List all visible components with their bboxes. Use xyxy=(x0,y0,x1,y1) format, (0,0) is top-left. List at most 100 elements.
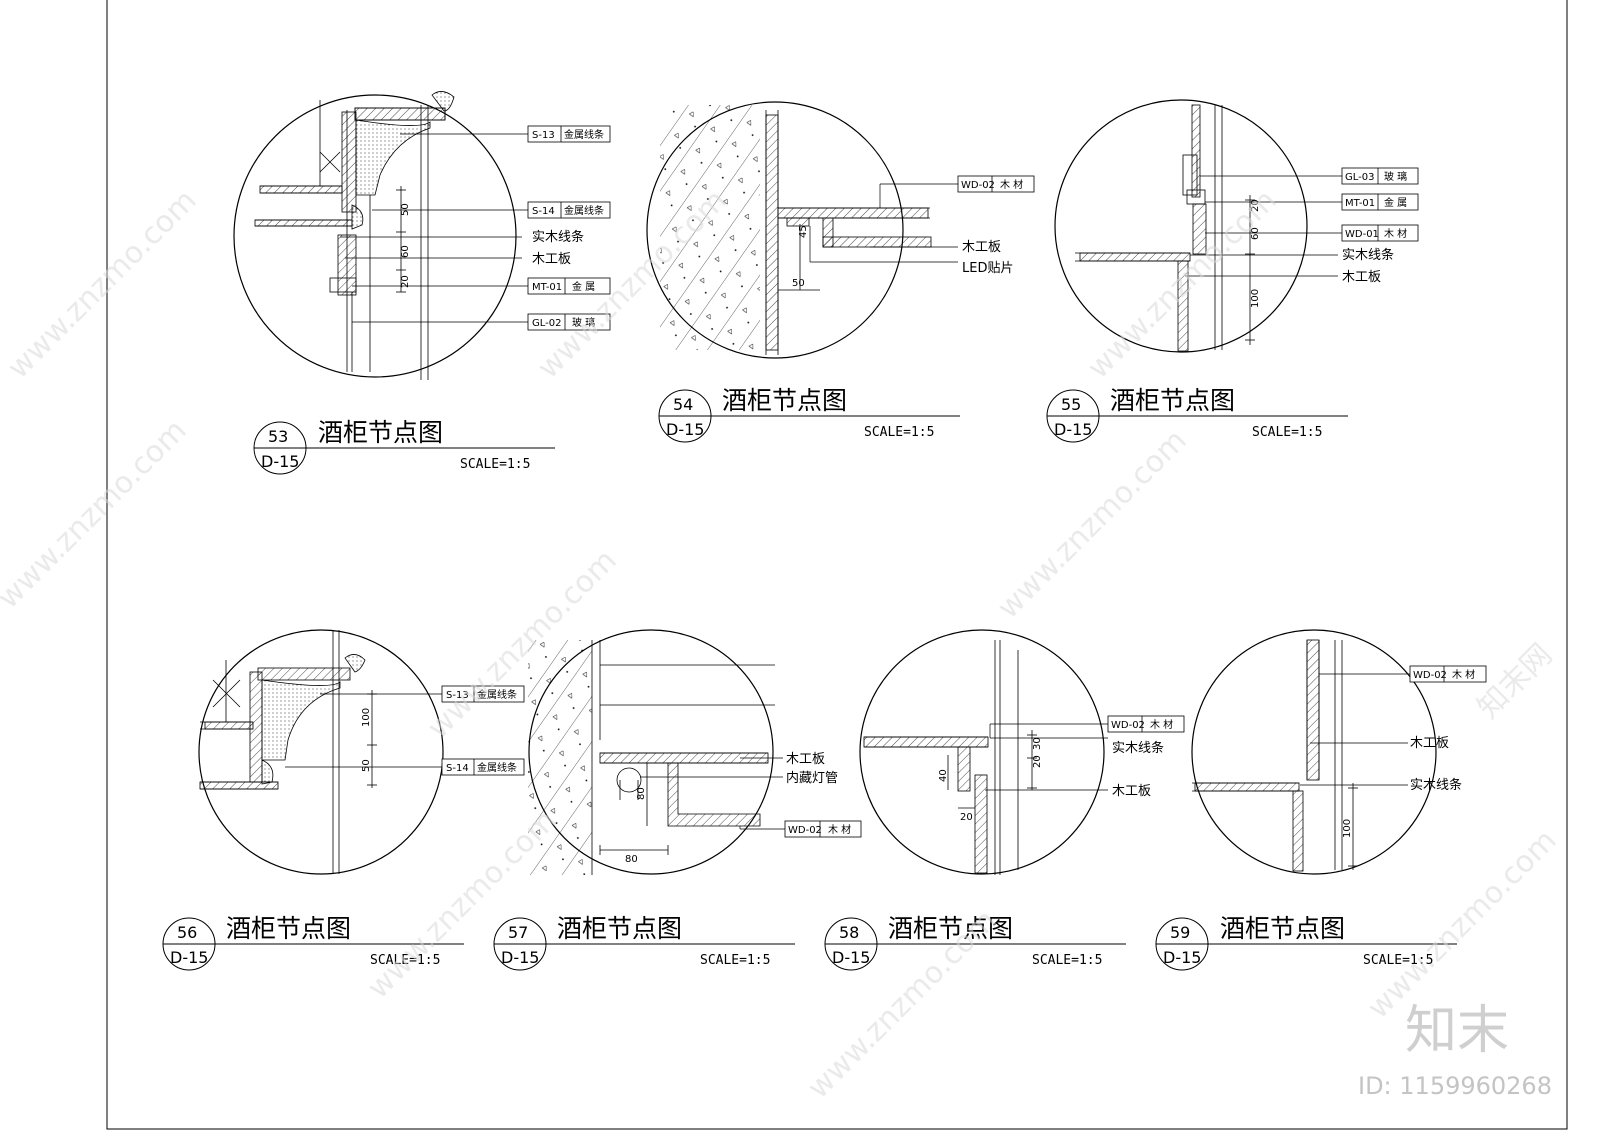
title-block-53: 53 D-15 酒柜节点图 SCALE=1:5 xyxy=(253,418,555,475)
detail-55: GL-03 玻 璃 MT-01 金 属 WD-01 木 材 实木线条 木工板 2… xyxy=(1046,99,1419,443)
detail-54: WD-02 木 材 木工板 LED贴片 45 50 54 D-15 酒柜节点图 … xyxy=(646,101,1035,443)
dim-20-bottom: 20 xyxy=(960,812,973,823)
callout-blockboard: 木工板 xyxy=(532,252,571,267)
tag-text: 金属线条 xyxy=(477,761,517,774)
callout-blockboard: 木工板 xyxy=(1342,270,1381,285)
tag-text: 玻 璃 xyxy=(572,316,595,329)
watermark-url: www.znzmo.com xyxy=(1081,183,1284,386)
dim-50: 50 xyxy=(361,759,372,772)
detail-59: WD-02 木 材 木工板 实木线条 100 59 D-15 酒柜节点图 SCA… xyxy=(1155,629,1487,971)
detail-58: WD-02 木 材 实木线条 木工板 20 30 40 20 58 D-15 酒… xyxy=(824,629,1185,971)
callout-concealed-lamp: 内藏灯管 xyxy=(786,770,838,786)
dim-60: 60 xyxy=(1250,227,1261,240)
callout-blockboard: 木工板 xyxy=(962,240,1001,255)
dim-100: 100 xyxy=(1250,289,1261,308)
scale-label: SCALE=1:5 xyxy=(864,425,934,440)
tag-mt01: MT-01 金 属 xyxy=(527,277,611,295)
image-id-watermark: ID: 1159960268 xyxy=(1358,1072,1552,1100)
tag-code: MT-01 xyxy=(1345,198,1375,209)
watermark-url: www.znzmo.com xyxy=(1,183,204,386)
callout-led-strip: LED贴片 xyxy=(962,261,1013,276)
detail-number: 54 xyxy=(673,395,693,414)
tag-text: 木 材 xyxy=(1000,178,1023,191)
tag-code: S-14 xyxy=(532,206,555,217)
dim-40: 40 xyxy=(938,769,949,782)
tag-text: 木 材 xyxy=(1384,227,1407,240)
tag-code: GL-02 xyxy=(532,318,561,329)
tag-wd01: WD-01 木 材 xyxy=(1341,224,1419,242)
title-block-57: 57 D-15 酒柜节点图 SCALE=1:5 xyxy=(493,914,795,971)
detail-title: 酒柜节点图 xyxy=(557,914,682,943)
tag-text: 木 材 xyxy=(828,823,851,836)
title-block-59: 59 D-15 酒柜节点图 SCALE=1:5 xyxy=(1155,914,1457,971)
tag-mt01: MT-01 金 属 xyxy=(1341,193,1419,211)
watermark-url: www.znzmo.com xyxy=(991,423,1194,626)
tag-code: WD-02 xyxy=(961,180,995,191)
tag-text: 金属线条 xyxy=(564,128,604,141)
dim-100: 100 xyxy=(361,708,372,727)
detail-number: 58 xyxy=(839,923,859,942)
dim-50: 50 xyxy=(792,278,805,289)
sheet-ref: D-15 xyxy=(170,948,208,967)
sheet-ref: D-15 xyxy=(1163,948,1201,967)
title-block-56: 56 D-15 酒柜节点图 SCALE=1:5 xyxy=(162,914,464,971)
sheet-ref: D-15 xyxy=(1054,420,1092,439)
tag-code: S-14 xyxy=(446,763,469,774)
tag-code: S-13 xyxy=(532,130,555,141)
detail-number: 57 xyxy=(508,923,528,942)
detail-title: 酒柜节点图 xyxy=(1220,914,1345,943)
scale-label: SCALE=1:5 xyxy=(1032,953,1102,968)
scale-label: SCALE=1:5 xyxy=(1252,425,1322,440)
dim-20: 20 xyxy=(1250,199,1261,212)
detail-title: 酒柜节点图 xyxy=(1110,386,1235,415)
tag-code: S-13 xyxy=(446,690,469,701)
tag-code: WD-02 xyxy=(788,825,822,836)
scale-label: SCALE=1:5 xyxy=(460,457,530,472)
tag-wd02: WD-02 木 材 xyxy=(784,820,862,838)
callout-blockboard: 木工板 xyxy=(1410,736,1449,751)
sheet-ref: D-15 xyxy=(832,948,870,967)
tag-text: 玻 璃 xyxy=(1384,170,1407,183)
tag-code: GL-03 xyxy=(1345,172,1374,183)
dim-20: 20 xyxy=(1032,755,1043,768)
tag-wd02: WD-02 木 材 xyxy=(1107,715,1185,733)
detail-title: 酒柜节点图 xyxy=(888,914,1013,943)
sheet-ref: D-15 xyxy=(666,420,704,439)
tag-s14: S-14 金属线条 xyxy=(441,758,525,776)
detail-number: 56 xyxy=(177,923,197,942)
callout-solid-wood-strip: 实木线条 xyxy=(1342,247,1394,263)
sheet-border xyxy=(106,0,1568,1130)
brand-watermark: 知末 xyxy=(1405,1001,1509,1061)
callout-blockboard: 木工板 xyxy=(1112,784,1151,799)
callout-solid-wood-strip: 实木线条 xyxy=(532,229,584,245)
callout-solid-wood-strip: 实木线条 xyxy=(1112,740,1164,756)
tag-s13: S-13 金属线条 xyxy=(527,125,611,143)
tag-code: MT-01 xyxy=(532,282,562,293)
callout-solid-wood-strip: 实木线条 xyxy=(1410,777,1462,793)
dim-30: 30 xyxy=(1032,737,1043,750)
detail-53: S-13 金属线条 S-14 金属线条 实木线条 木工板 MT-01 金 属 G… xyxy=(233,91,611,475)
detail-number: 55 xyxy=(1061,395,1081,414)
tag-gl02: GL-02 玻 璃 xyxy=(527,313,611,331)
dim-45: 45 xyxy=(798,225,809,238)
tag-gl03: GL-03 玻 璃 xyxy=(1341,167,1419,185)
tag-text: 金 属 xyxy=(1384,196,1407,209)
tag-text: 金 属 xyxy=(572,280,595,293)
tag-s14: S-14 金属线条 xyxy=(527,201,611,219)
tag-code: WD-01 xyxy=(1345,229,1379,240)
dim-100: 100 xyxy=(1342,819,1353,838)
detail-57: 木工板 内藏灯管 WD-02 木 材 80 80 57 D-15 酒柜节点图 S… xyxy=(493,629,862,971)
tag-text: 木 材 xyxy=(1452,668,1475,681)
watermark-url: www.znzmo.com xyxy=(1361,823,1564,1026)
tag-s13: S-13 金属线条 xyxy=(441,685,525,703)
dim-20: 20 xyxy=(400,275,411,288)
detail-title: 酒柜节点图 xyxy=(226,914,351,943)
scale-label: SCALE=1:5 xyxy=(1363,953,1433,968)
tag-code: WD-02 xyxy=(1111,720,1145,731)
tag-text: 金属线条 xyxy=(564,204,604,217)
tag-text: 金属线条 xyxy=(477,688,517,701)
watermark-url: www.znzmo.com xyxy=(0,413,194,616)
dim-50: 50 xyxy=(400,203,411,216)
tag-wd02: WD-02 木 材 xyxy=(1409,665,1487,683)
